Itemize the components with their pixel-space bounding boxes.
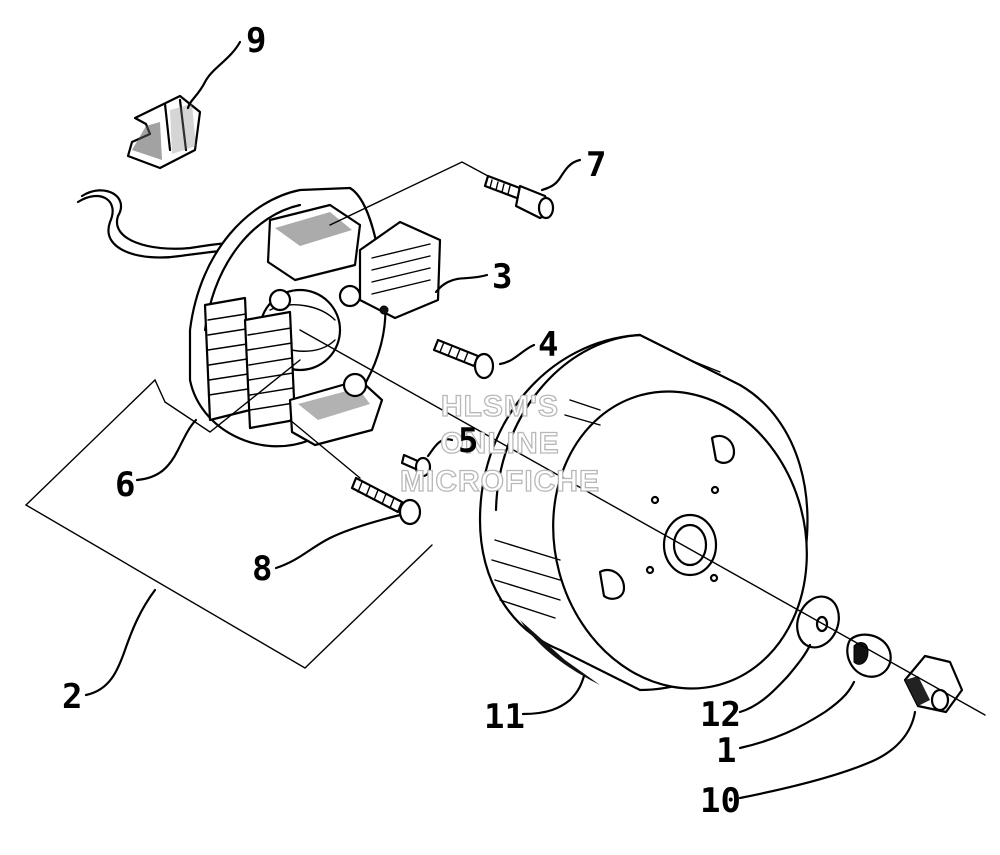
- leader-lines: [25, 161, 986, 716]
- callout-2: 2: [62, 677, 82, 717]
- part-7-bolt: [483, 174, 555, 220]
- callout-3: 3: [492, 257, 512, 297]
- callout-10: 10: [700, 781, 741, 821]
- callout-6: 6: [115, 465, 135, 505]
- watermark: HLSM'S ONLINE MICROFICHE: [399, 389, 600, 498]
- part-8-screw: [350, 476, 422, 526]
- callout-8: 8: [252, 549, 272, 589]
- callout-9: 9: [246, 21, 266, 61]
- part-9-grommet: [126, 94, 202, 170]
- part-10-nut: [903, 654, 964, 714]
- callout-11: 11: [484, 697, 525, 737]
- callout-1: 1: [716, 731, 736, 771]
- part-4-screw: [432, 338, 495, 380]
- part-11-flywheel: [478, 333, 809, 692]
- watermark-line2: ONLINE: [440, 427, 559, 460]
- watermark-line3: MICROFICHE: [400, 465, 600, 498]
- stator-assembly: [188, 186, 442, 448]
- callout-5: 5: [458, 421, 478, 461]
- callout-7: 7: [586, 145, 606, 185]
- callout-numbers: 9 7 3 4 5 6 8 2 11 12 1 10: [62, 21, 741, 821]
- watermark-line1: HLSM'S: [441, 390, 559, 423]
- part-5-screw: [400, 453, 432, 478]
- stator-lead-wire: [76, 189, 244, 259]
- callout-4: 4: [538, 325, 558, 365]
- callout-12: 12: [700, 695, 741, 735]
- callout-leaders: [84, 40, 917, 800]
